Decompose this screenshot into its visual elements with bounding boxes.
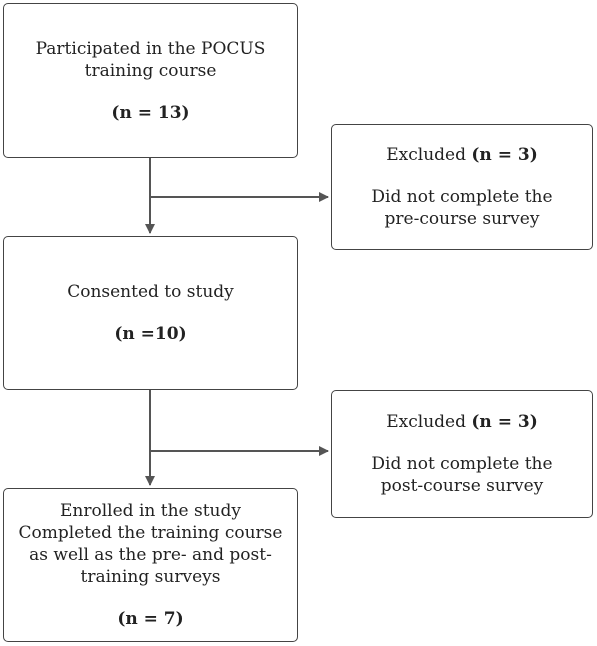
excluded-pre-course-line-2: pre-course survey (384, 209, 540, 229)
excluded-post-course-count: (n = 3) (471, 412, 538, 432)
enrolled-line-3: as well as the pre- and post- (29, 545, 272, 565)
enrolled-line-4: training surveys (80, 567, 221, 587)
enrolled-line-1: Enrolled in the study (60, 501, 241, 521)
enrolled-line-2: Completed the training course (18, 523, 283, 543)
excluded-post-course-label: Excluded (386, 412, 472, 432)
participated-line-1: Participated in the POCUS (35, 38, 266, 59)
excluded-post-course-heading: Excluded (n = 3) (386, 411, 538, 433)
excluded-pre-course-line-1: Did not complete the (371, 187, 553, 207)
excluded-post-course-line-1: Did not complete the (371, 454, 553, 474)
excluded-pre-course-label: Excluded (386, 145, 472, 165)
participated-line-2: training course (84, 60, 217, 81)
consented-line: Consented to study (67, 282, 234, 302)
excluded-post-course-box: Excluded (n = 3) Did not complete the po… (331, 390, 593, 518)
enrolled-box: Enrolled in the study Completed the trai… (3, 488, 298, 642)
consented-count: (n =10) (114, 324, 187, 344)
participated-box: Participated in the POCUS training cours… (3, 3, 298, 158)
enrolled-count: (n = 7) (117, 609, 184, 629)
consented-box: Consented to study (n =10) (3, 236, 298, 390)
excluded-post-course-line-2: post-course survey (380, 476, 544, 496)
participated-count: (n = 13) (111, 102, 190, 123)
excluded-pre-course-heading: Excluded (n = 3) (386, 144, 538, 166)
excluded-pre-course-box: Excluded (n = 3) Did not complete the pr… (331, 124, 593, 250)
excluded-pre-course-count: (n = 3) (471, 145, 538, 165)
